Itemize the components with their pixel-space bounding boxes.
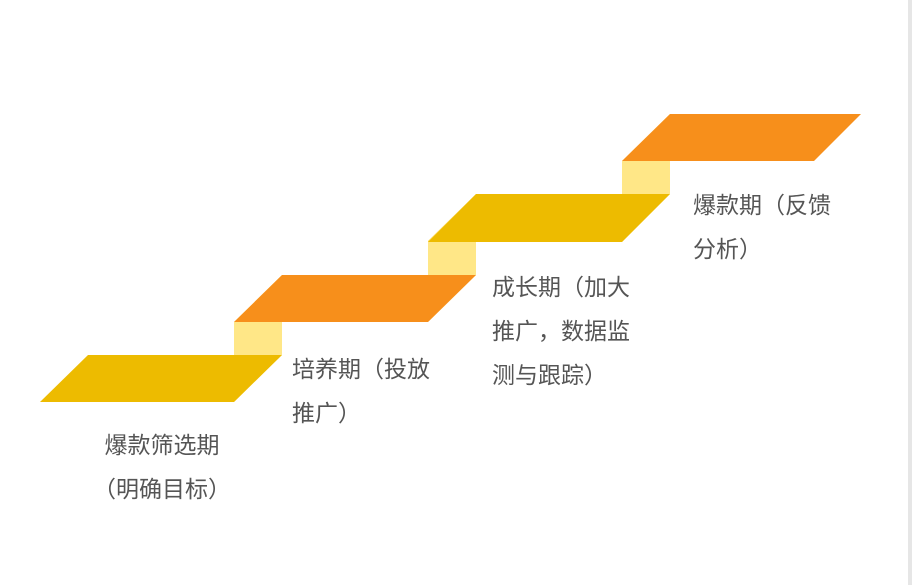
step-tread-1	[40, 355, 282, 402]
step-1-label-line-1: 爆款筛选期	[104, 433, 220, 459]
step-1-label-line-2: （明确目标）	[93, 477, 231, 503]
step-3-label-line-1: 成长期（加大	[492, 275, 630, 301]
step-treads	[40, 114, 861, 402]
step-3-label-line-2: 推广，数据监	[492, 319, 630, 345]
step-4-label: 爆款期（反馈 分析）	[693, 184, 831, 272]
step-1-label: 爆款筛选期 （明确目标）	[93, 424, 231, 512]
step-tread-4	[622, 114, 861, 161]
page-right-border	[908, 0, 912, 585]
step-tread-3	[428, 194, 670, 242]
step-2-label: 培养期（投放 推广）	[292, 348, 430, 436]
step-2-label-line-2: 推广）	[292, 401, 361, 427]
step-2-label-line-1: 培养期（投放	[292, 357, 430, 383]
step-3-label: 成长期（加大 推广，数据监 测与跟踪）	[492, 266, 630, 398]
step-4-label-line-1: 爆款期（反馈	[693, 193, 831, 219]
step-tread-2	[234, 275, 476, 322]
step-4-label-line-2: 分析）	[693, 237, 762, 263]
step-3-label-line-3: 测与跟踪）	[492, 363, 607, 389]
